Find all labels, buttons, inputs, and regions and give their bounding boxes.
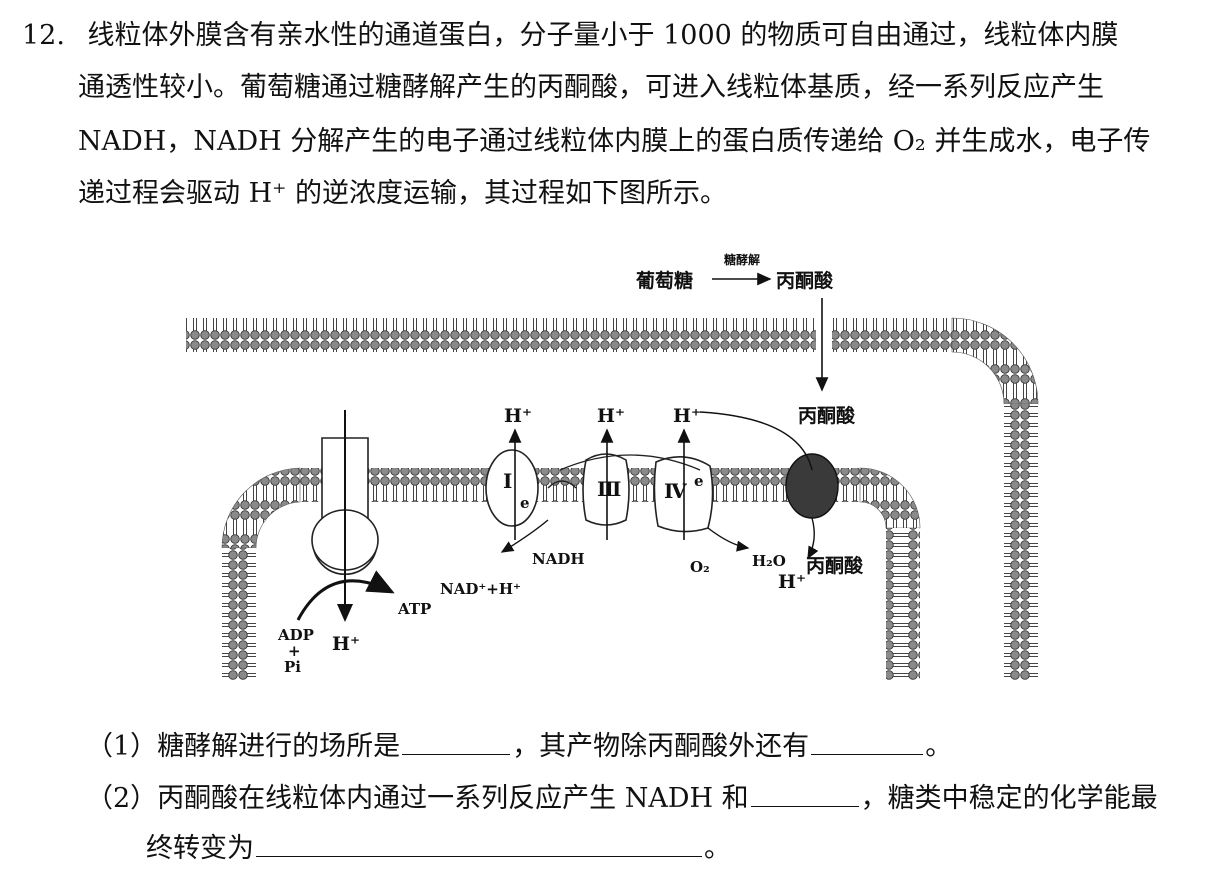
electron-path	[559, 454, 701, 471]
question-line-2: 通透性较小。葡萄糖通过糖酵解产生的丙酮酸，可进入线粒体基质，经一系列反应产生	[78, 72, 1104, 103]
answer-blank-2[interactable]	[811, 728, 924, 755]
complex-iii: Ⅲ	[582, 453, 630, 526]
atp-label: ATP	[397, 600, 431, 618]
atp-synthase	[296, 410, 395, 622]
nad-plus-label: NAD⁺+H⁺	[440, 580, 521, 598]
h-plus-label-2: H⁺	[597, 405, 625, 427]
pyruvate-top-label: 丙酮酸	[776, 269, 834, 292]
h-to-transporter-arrow	[699, 411, 813, 471]
answer-blank-4[interactable]	[256, 830, 702, 857]
svg-text:e: e	[520, 494, 530, 512]
inner-membrane	[221, 467, 921, 680]
sub-question-2-cont-text: 终转变为	[146, 833, 254, 864]
o2-label: O₂	[690, 558, 710, 576]
outer-membrane	[186, 317, 1039, 680]
question-line-3: NADH，NADH 分解产生的电子通过线粒体内膜上的蛋白质传递给 O₂ 并生成水…	[78, 126, 1151, 157]
electron-carrier-q	[547, 480, 577, 489]
pyruvate-transporter	[785, 453, 839, 519]
question-line-1: 12. 线粒体外膜含有亲水性的通道蛋白，分子量小于 1000 的物质可自由通过，…	[22, 18, 1118, 54]
answer-blank-3[interactable]	[750, 780, 859, 807]
sub-question-2-label: （2）	[86, 783, 158, 814]
h2o-label: H₂O	[752, 552, 786, 570]
h-plus-label-3: H⁺	[673, 405, 701, 427]
glycolysis-label: 糖酵解	[724, 252, 760, 267]
plus-label: +	[288, 642, 301, 660]
sub-question-2-text-b: ，糖类中稳定的化学能最	[860, 783, 1158, 814]
sub-question-1-label: （1）	[86, 731, 158, 762]
sub-question-1-text-b: ，其产物除丙酮酸外还有	[512, 731, 810, 762]
sub-question-2-end: 。	[704, 833, 731, 864]
question-line-4: 递过程会驱动 H⁺ 的逆浓度运输，其过程如下图所示。	[78, 178, 727, 209]
question-number: 12.	[22, 20, 65, 51]
h-plus-label-4: H⁺	[778, 571, 806, 593]
h-plus-label-1: H⁺	[504, 405, 532, 427]
svg-text:I: I	[503, 469, 512, 493]
nadh-label: NADH	[532, 550, 585, 568]
question-text: 线粒体外膜含有亲水性的通道蛋白，分子量小于 1000 的物质可自由通过，线粒体内…	[87, 20, 1119, 51]
sub-question-1: （1）糖酵解进行的场所是 ，其产物除丙酮酸外还有 。	[86, 728, 952, 765]
glucose-label: 葡萄糖	[636, 269, 693, 292]
nadh-arrow	[500, 519, 549, 553]
complex-i: I e	[485, 449, 539, 527]
sub-question-1-end: 。	[925, 731, 953, 762]
svg-text:e: e	[694, 472, 704, 490]
pi-label: Pi	[284, 658, 301, 676]
sub-question-2-text-a: 丙酮酸在线粒体内通过一系列反应产生 NADH 和	[157, 783, 749, 814]
pyruvate-bottom-label: 丙酮酸	[806, 554, 864, 577]
svg-text:Ⅲ: Ⅲ	[597, 477, 621, 501]
answer-blank-1[interactable]	[402, 728, 511, 755]
o2-arrow	[707, 527, 750, 552]
complex-iv: Ⅳ e	[653, 456, 714, 533]
adp-label: ADP	[277, 626, 314, 644]
pyruvate-mid-label: 丙酮酸	[798, 404, 856, 427]
pyruvate-out-arrow	[807, 517, 819, 560]
svg-text:Ⅳ: Ⅳ	[664, 479, 687, 503]
h-plus-label-5: H⁺	[332, 633, 360, 655]
sub-question-2-cont: 终转变为 。	[146, 830, 731, 867]
sub-question-1-text-a: 糖酵解进行的场所是	[157, 731, 401, 762]
sub-question-2: （2）丙酮酸在线粒体内通过一系列反应产生 NADH 和 ，糖类中稳定的化学能最	[86, 780, 1158, 817]
